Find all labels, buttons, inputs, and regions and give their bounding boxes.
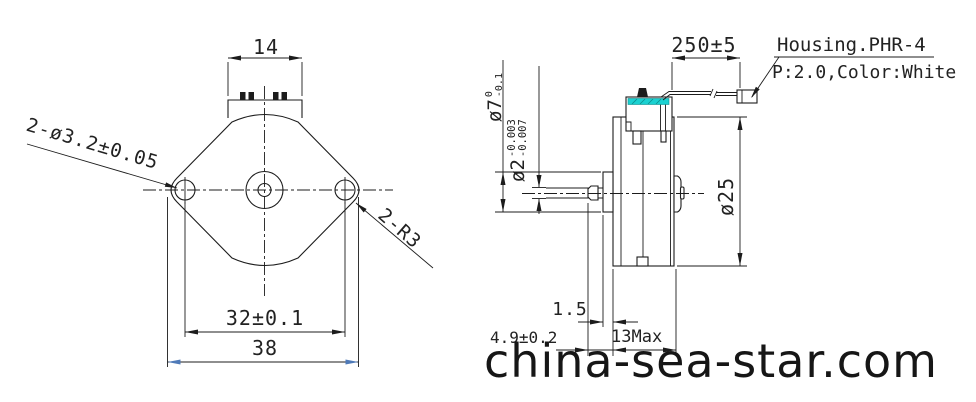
front-boss bbox=[602, 171, 614, 213]
dim-2 bbox=[532, 66, 546, 214]
dim-7 bbox=[495, 60, 601, 213]
side-view bbox=[495, 55, 934, 356]
dim-38 bbox=[167, 197, 359, 367]
leader-corner-radius bbox=[355, 202, 434, 269]
dim-25 bbox=[677, 116, 747, 267]
watermark-text: china-sea-star.com bbox=[484, 334, 938, 388]
dim-body-depth-label: 13Max bbox=[611, 327, 663, 347]
box-hook bbox=[632, 130, 642, 145]
bottom-extensions bbox=[587, 203, 677, 356]
dim-hole-spacing-label: 32±0.1 bbox=[225, 306, 305, 330]
front-view bbox=[26, 55, 434, 367]
dim-14 bbox=[227, 55, 303, 96]
rear-bearing-bump bbox=[673, 175, 682, 213]
dim-boss-diameter-label: ø7 0 -0.1 bbox=[483, 73, 507, 122]
seam-clip bbox=[636, 256, 649, 267]
dim-terminal-width-label: 14 bbox=[252, 35, 280, 59]
dim-4-9-13max bbox=[556, 347, 676, 353]
terminal-pins-front bbox=[240, 92, 287, 100]
dim-body-diameter-label: ø25 bbox=[714, 176, 738, 216]
dim-32 bbox=[184, 202, 346, 337]
lead-wire bbox=[660, 88, 758, 104]
flange-outline bbox=[170, 114, 360, 266]
dim-1-5 bbox=[578, 319, 638, 325]
note-connector-line1: Housing.PHR-4 bbox=[777, 34, 926, 56]
dim-boss-height-label: 1.5 bbox=[552, 299, 588, 320]
dim-overall-width-label: 38 bbox=[251, 336, 279, 360]
shaft-collar bbox=[587, 185, 599, 201]
dim-wire-length-label: 250±5 bbox=[671, 33, 737, 57]
dim-shaft-protrusion-label: 4.9±0.2 bbox=[490, 328, 558, 347]
dim-250 bbox=[671, 55, 741, 90]
terminal-box-front bbox=[227, 99, 303, 118]
dim-shaft-diameter-label: ø2 -0.003 -0.007 bbox=[506, 119, 530, 182]
top-pin bbox=[637, 88, 648, 97]
housing-note-leader bbox=[751, 56, 934, 98]
leader-holes bbox=[26, 143, 178, 189]
note-connector-line2: P:2.0,Color:White bbox=[772, 62, 957, 83]
pcb-strip bbox=[627, 98, 670, 105]
